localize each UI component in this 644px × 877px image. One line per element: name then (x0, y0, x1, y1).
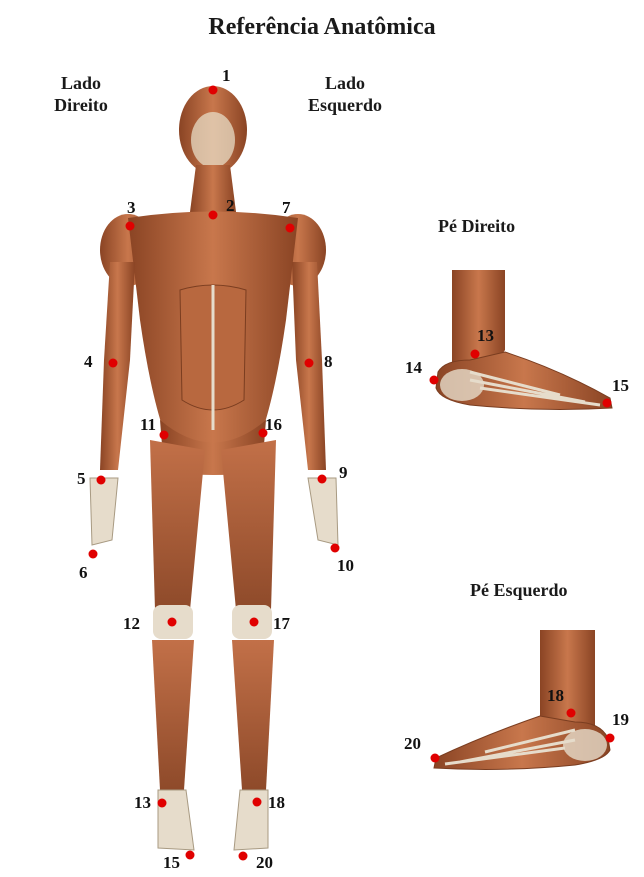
marker-7 (285, 223, 295, 233)
label-12: 12 (123, 614, 140, 633)
right-foot-leg (452, 270, 505, 372)
marker-15-body (185, 850, 195, 860)
right-side-label-line2: Direito (54, 95, 108, 115)
label-17: 17 (273, 614, 290, 633)
label-5: 5 (77, 469, 86, 488)
marker-17 (249, 617, 259, 627)
right-foot-title: Pé Direito (438, 216, 516, 236)
marker-13-body (157, 798, 167, 808)
marker-8 (304, 358, 314, 368)
left-foot-heel (563, 729, 607, 761)
label-13-foot: 13 (477, 326, 494, 345)
marker-10 (330, 543, 340, 553)
label-3: 3 (127, 198, 136, 217)
right-side-label: Lado Direito (46, 72, 116, 116)
marker-6 (88, 549, 98, 559)
label-14-foot: 14 (405, 358, 422, 377)
marker-1 (208, 85, 218, 95)
label-20-foot: 20 (404, 734, 421, 753)
label-19-foot: 19 (612, 710, 629, 729)
marker-18-foot (566, 708, 576, 718)
right-foot-heel (440, 369, 484, 401)
marker-5 (96, 475, 106, 485)
marker-20-foot (430, 753, 440, 763)
label-10: 10 (337, 556, 354, 575)
label-8: 8 (324, 352, 333, 371)
marker-19-foot (605, 733, 615, 743)
label-11: 11 (140, 415, 157, 434)
right-foot-shape (435, 351, 613, 410)
marker-20-body (238, 851, 248, 861)
left-foot-title: Pé Esquerdo (470, 580, 568, 600)
marker-16 (258, 428, 268, 438)
right-arm (100, 262, 135, 470)
left-foot-body (233, 789, 269, 851)
marker-4 (108, 358, 118, 368)
right-side-label-line1: Lado (60, 73, 102, 93)
body-illustration (89, 86, 339, 851)
left-hand (307, 477, 339, 546)
marker-14-foot (429, 375, 439, 385)
left-foot-illustration (433, 630, 611, 770)
left-shin (232, 640, 274, 790)
label-13-body: 13 (134, 793, 151, 812)
label-15-body: 15 (163, 853, 180, 872)
right-foot-tendons (469, 370, 601, 407)
label-20-body: 20 (256, 853, 273, 872)
page-title: Referência Anatômica (208, 14, 436, 40)
label-16: 16 (265, 415, 282, 434)
right-foot-illustration (435, 270, 613, 410)
marker-11 (159, 430, 169, 440)
skull-face (191, 112, 235, 168)
marker-12 (167, 617, 177, 627)
right-thigh (150, 440, 205, 610)
neck (190, 165, 236, 212)
label-2: 2 (226, 196, 235, 215)
left-side-label: Lado Esquerdo (300, 72, 390, 116)
label-9: 9 (339, 463, 348, 482)
right-foot-body (157, 789, 195, 851)
marker-9 (317, 474, 327, 484)
label-4: 4 (84, 352, 93, 371)
left-foot-leg (540, 630, 595, 735)
marker-13-foot (470, 349, 480, 359)
right-hand (89, 477, 119, 546)
right-shin (152, 640, 194, 790)
marker-3 (125, 221, 135, 231)
marker-15-foot (602, 398, 612, 408)
label-7: 7 (282, 198, 291, 217)
markers (88, 85, 615, 861)
left-foot-tendons (444, 728, 576, 766)
left-side-label-line1: Lado (324, 73, 366, 93)
marker-18-body (252, 797, 262, 807)
label-6: 6 (79, 563, 88, 582)
label-15-foot: 15 (612, 376, 629, 395)
label-18-body: 18 (268, 793, 285, 812)
marker-2 (208, 210, 218, 220)
label-18-foot: 18 (547, 686, 564, 705)
left-thigh (221, 440, 276, 610)
label-1: 1 (222, 66, 231, 85)
left-side-label-line2: Esquerdo (307, 95, 383, 115)
